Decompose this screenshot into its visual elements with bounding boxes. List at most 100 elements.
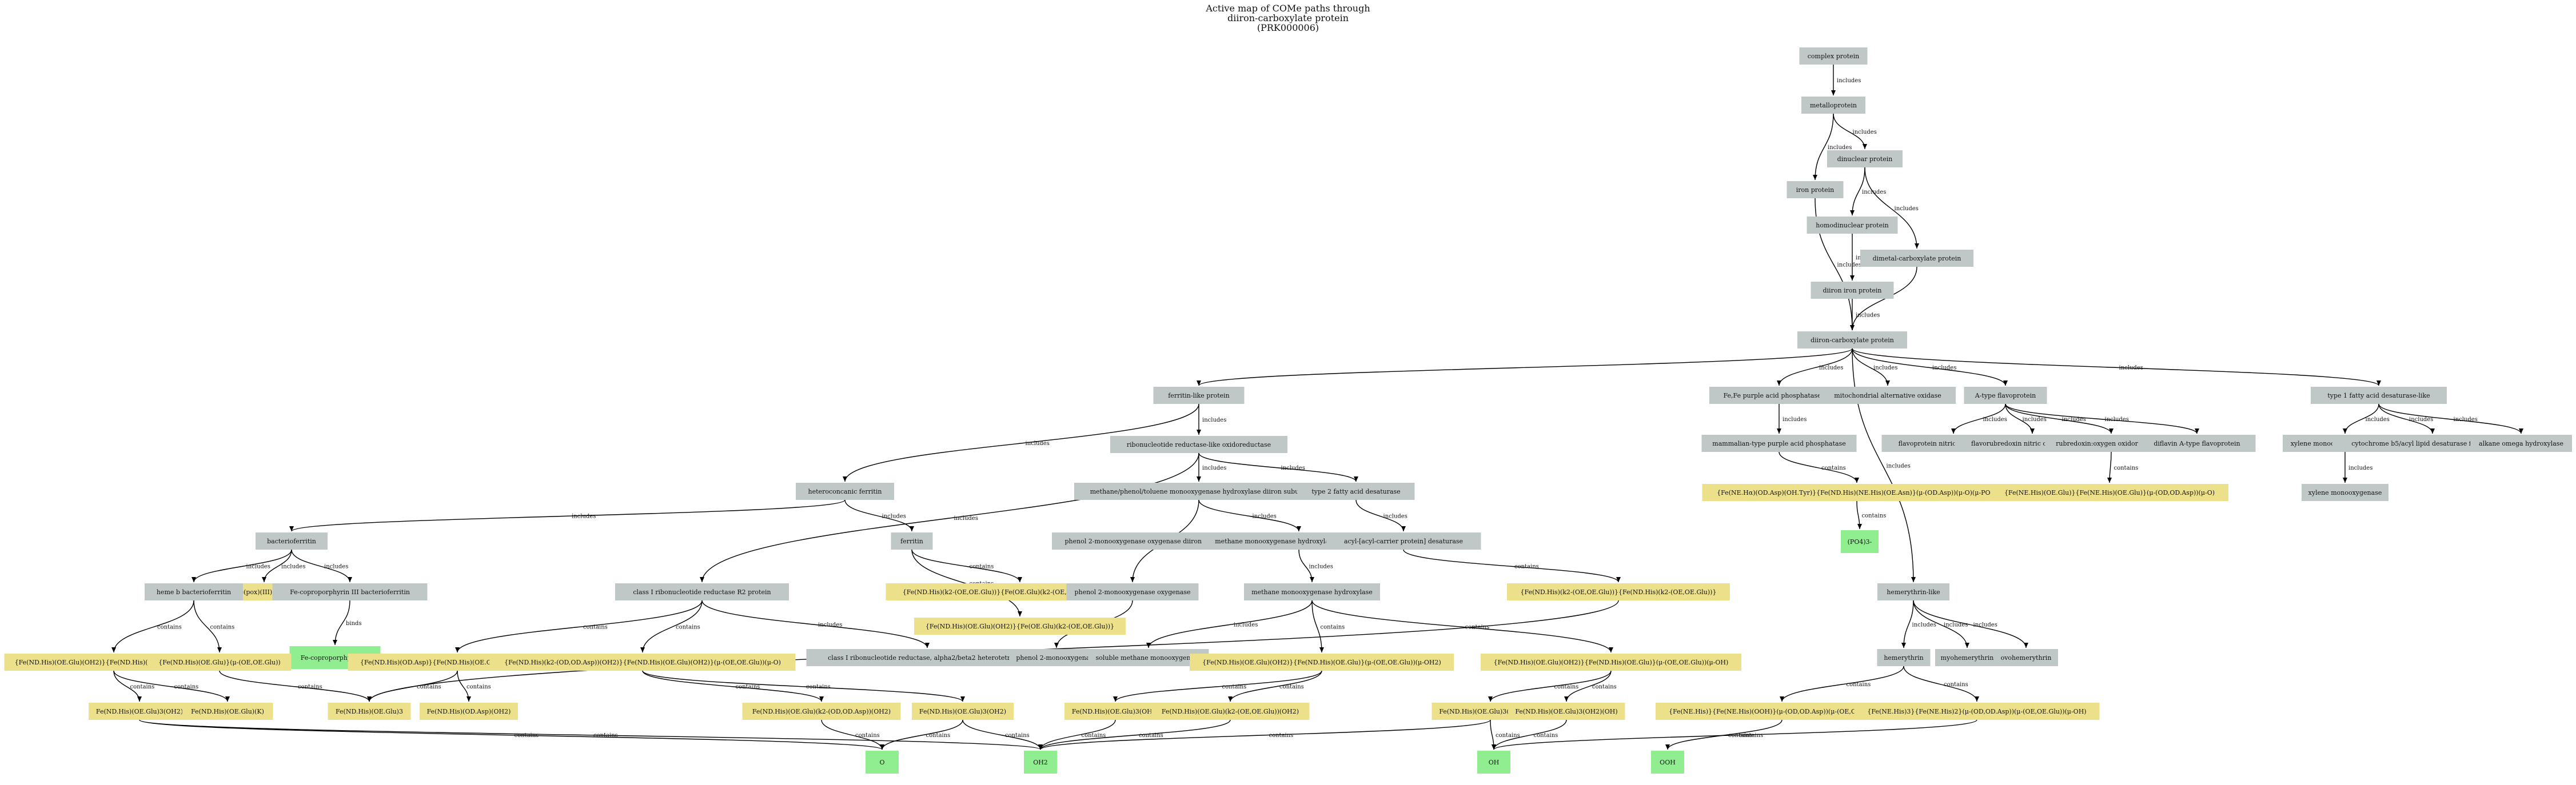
edge-label: includes xyxy=(1837,78,1861,84)
edge-label: includes xyxy=(1281,465,1305,471)
node-label: Fe,Fe purple acid phosphatase-like xyxy=(1724,392,1835,399)
edge-layer: includes includes includes includes includes… xyxy=(111,65,2523,750)
node-box xyxy=(1701,435,1857,452)
edge-diiron-carboxylate-to-ferritin-like xyxy=(1197,348,1853,386)
node-label: Fe(ND.His)(OE.Glu)(K) xyxy=(191,708,264,715)
node-box xyxy=(1153,387,1245,404)
edge-bacterioferritin-parent-to-ferritin xyxy=(844,499,914,532)
edge-lig-r2a-to-fe-d xyxy=(457,670,471,702)
edge-label: includes xyxy=(1309,564,1333,570)
edge-label: contains xyxy=(1465,624,1490,631)
edge-label: contains xyxy=(1821,465,1846,471)
edge-rnr-r2-to-rnr-alpha xyxy=(701,600,930,648)
node-diiron-iron: diiron iron protein xyxy=(1811,282,1894,299)
node-alkane-hydrox: alkane omega hydroxylase xyxy=(2470,435,2572,452)
edge-metalloprotein-to-iron-protein xyxy=(1813,113,1834,181)
node-box xyxy=(866,751,899,774)
node-homodinuclear: homodinuclear protein xyxy=(1807,217,1898,234)
node-box xyxy=(1507,583,1730,600)
node-box xyxy=(2302,484,2388,501)
edge-label: contains xyxy=(1554,684,1579,690)
edge-fe-a-to-t-OH2 xyxy=(139,719,1043,750)
node-label: {Fe(ND.His)(OE.Glu)(OH2)}{Fe(ND.His)(OE.… xyxy=(1202,659,1441,666)
edge-fe-g-to-t-OH2 xyxy=(1038,719,1116,750)
node-box xyxy=(912,703,1014,720)
edge-fe-i-to-t-OH xyxy=(1490,719,1496,750)
node-label: {Fe(NE.His)(OE.Glu)}{Fe(NE.His)(OE.Glu)}… xyxy=(2004,489,2215,496)
node-label: Fe(ND.His)(OE.Glu)3(OH2)(OH) xyxy=(1515,708,1617,715)
node-box xyxy=(914,618,1126,635)
edge-a-type-flavo-to-rubredoxin-oxyg xyxy=(2005,403,2114,434)
node-label: ovohemerythrin xyxy=(2001,654,2052,662)
node-box xyxy=(2470,435,2572,452)
edge-diiron-carboxylate-to-a-type-flavo xyxy=(1852,348,2008,386)
node-complex-protein: complex protein xyxy=(1799,47,1868,65)
node-label: homodinuclear protein xyxy=(1816,222,1888,229)
node-label: Fe(ND.His)(OE.Glu)(k2-(OD,OD.Asp))(OH2) xyxy=(752,708,891,715)
edge-dimetal-carboxylate-to-diiron-carboxylate xyxy=(1850,266,1917,331)
node-box xyxy=(1702,484,2012,501)
node-t-O: O xyxy=(866,751,899,774)
edge-label: includes xyxy=(1819,365,1843,371)
node-box xyxy=(1964,387,2047,404)
edge-diiron-carboxylate-to-mito-alt-oxidase xyxy=(1852,348,1890,386)
node-hemerythrin-like: hemerythrin-like xyxy=(1877,583,1949,600)
edge-type2-fa-desat-to-acyl-acp xyxy=(1355,499,1406,532)
edge-ribonucleotide-like-to-type2-fa-desat xyxy=(1198,452,1358,482)
node-heme-b-bfr: heme b bacterioferritin xyxy=(145,583,243,600)
edge-fe-e-to-t-O xyxy=(821,719,884,750)
node-rnr-alpha: class I ribonucleotide reductase, alpha2… xyxy=(806,649,1048,666)
edge-rnr-r2-to-lig-r2b xyxy=(640,600,703,653)
node-box xyxy=(1326,532,1481,550)
edge-label: contains xyxy=(806,684,831,690)
edge-lig-r2b-to-fe-e xyxy=(642,670,824,702)
node-box xyxy=(1651,751,1684,774)
edge-label: contains xyxy=(417,684,441,690)
edge-label: includes xyxy=(1983,416,2007,423)
edge-label: contains xyxy=(593,732,618,739)
node-mito-alt-oxidase: mitochondrial alternative oxidase xyxy=(1820,387,1956,404)
edge-lig-bfr1-to-fe-b xyxy=(113,670,230,702)
node-type1-fa-desat: type 1 fatty acid desaturase-like xyxy=(2311,387,2447,404)
node-box xyxy=(1066,583,1199,600)
edge-hemerythrin-like-to-myohemerythrin xyxy=(1913,600,1969,648)
node-box xyxy=(1244,583,1380,600)
edge-label: contains xyxy=(210,624,235,631)
node-ferritin-like: ferritin-like protein xyxy=(1153,387,1245,404)
node-label: OH xyxy=(1489,759,1500,766)
title-line-2: diiron-carboxylate protein xyxy=(1227,13,1349,23)
edge-label: contains xyxy=(583,624,608,631)
edge-label: includes xyxy=(1895,206,1919,212)
node-acyl-acp: acyl-[acyl-carrier protein] desaturase xyxy=(1326,532,1481,550)
node-fe-f: Fe(ND.His)(OE.Glu)3(OH2) xyxy=(912,703,1014,720)
node-box xyxy=(1009,649,1104,666)
node-label: heteroconcanic ferritin xyxy=(808,488,882,495)
node-box xyxy=(1935,649,1999,666)
edge-label: contains xyxy=(1862,513,1887,519)
node-a-type-flavo: A-type flavoprotein xyxy=(1964,387,2047,404)
edge-mammalian-pap-to-lig-pap xyxy=(1779,451,1859,483)
edge-diiron-center-to-dimetal-carboxylate xyxy=(1864,167,1919,249)
node-box xyxy=(2138,435,2256,452)
node-dimetal-carboxylate: dimetal-carboxylate protein xyxy=(1860,250,1973,267)
node-label: diflavin A-type flavoprotein xyxy=(2154,440,2240,447)
node-label: methane/phenol/toluene monooxygenase hyd… xyxy=(1090,488,1308,495)
node-label: hemerythrin xyxy=(1884,654,1923,662)
node-box xyxy=(1841,530,1879,553)
node-label: phenol 2-monooxygenase oxygenase xyxy=(1074,588,1190,596)
node-box xyxy=(1799,47,1868,65)
edge-diiron-carboxylate-to-type1-fa-desat xyxy=(1852,348,2381,386)
edge-label: includes xyxy=(1383,514,1407,520)
edge-fe-i-to-t-OH2 xyxy=(1038,719,1491,750)
node-t-OH: OH xyxy=(1477,751,1510,774)
edge-bacterioferritin-s-to-ferpox xyxy=(262,549,292,583)
edge-label: includes xyxy=(1973,622,1997,628)
node-box xyxy=(1801,97,1865,114)
node-myohemerythrin: myohemerythrin xyxy=(1935,649,1999,666)
edge-type1-fa-desat-to-alkane-hydrox xyxy=(2378,403,2523,434)
edge-label: contains xyxy=(174,684,199,690)
node-label: Fe(ND.His)(OE.Glu)(k2-(OE,OE.Glu))(OH2) xyxy=(1162,708,1299,715)
diagram-title: Active map of COMe paths through diiron-… xyxy=(0,3,2576,33)
node-box xyxy=(1508,703,1625,720)
